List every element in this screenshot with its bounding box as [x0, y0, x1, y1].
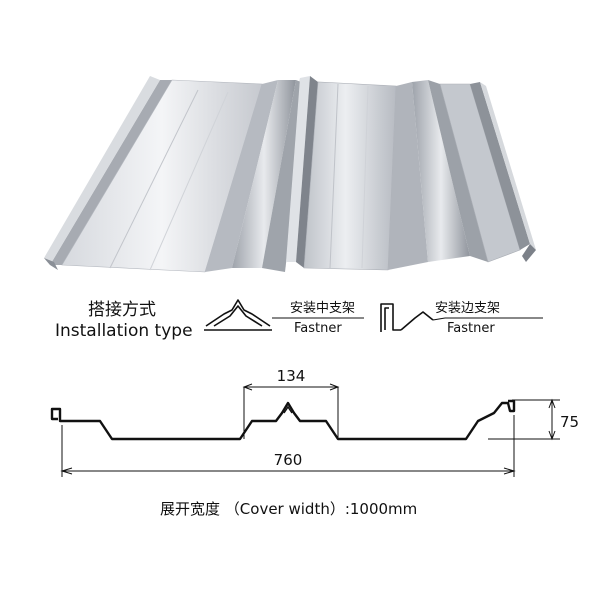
cover-span-value: 760: [274, 451, 303, 469]
right-edge-lip: [470, 82, 536, 262]
profile-line: [50, 399, 516, 441]
right-pan: [303, 81, 397, 271]
cover-span-dimension: [60, 415, 516, 477]
right-rib: [388, 80, 488, 270]
rib-width-value: 134: [277, 367, 306, 385]
rib-width-dimension: [242, 383, 340, 439]
left-edge-lip: [44, 76, 172, 270]
height-dimension: [488, 398, 560, 441]
middle-fastener-label-cn: 安装中支架: [290, 301, 355, 316]
edge-fastener-label-en: Fastner: [447, 321, 495, 336]
height-value: 75: [560, 413, 579, 431]
edge-fastener-diagram: 安装边支架 Fastner: [380, 301, 543, 336]
cover-width-label-cn: 展开宽度: [160, 500, 221, 518]
installation-title-en: Installation type: [55, 321, 193, 341]
middle-fastener-diagram: 安装中支架 Fastner: [204, 299, 364, 336]
edge-fastener-label-cn: 安装边支架: [435, 301, 500, 316]
middle-fastener-icon: [204, 299, 272, 331]
center-lock-rib: [285, 76, 318, 272]
cover-width-caption: 展开宽度 （Cover width）:1000mm: [160, 498, 417, 519]
cover-width-label-en: （Cover width）:1000mm: [224, 500, 418, 518]
middle-fastener-label-en: Fastner: [294, 321, 342, 336]
left-rib: [205, 80, 306, 272]
cross-section-drawing: 134 75 760: [50, 367, 579, 477]
roof-sheet-illustration: [44, 76, 536, 273]
installation-title-cn: 搭接方式: [88, 300, 156, 320]
edge-fastener-icon: [380, 303, 434, 332]
